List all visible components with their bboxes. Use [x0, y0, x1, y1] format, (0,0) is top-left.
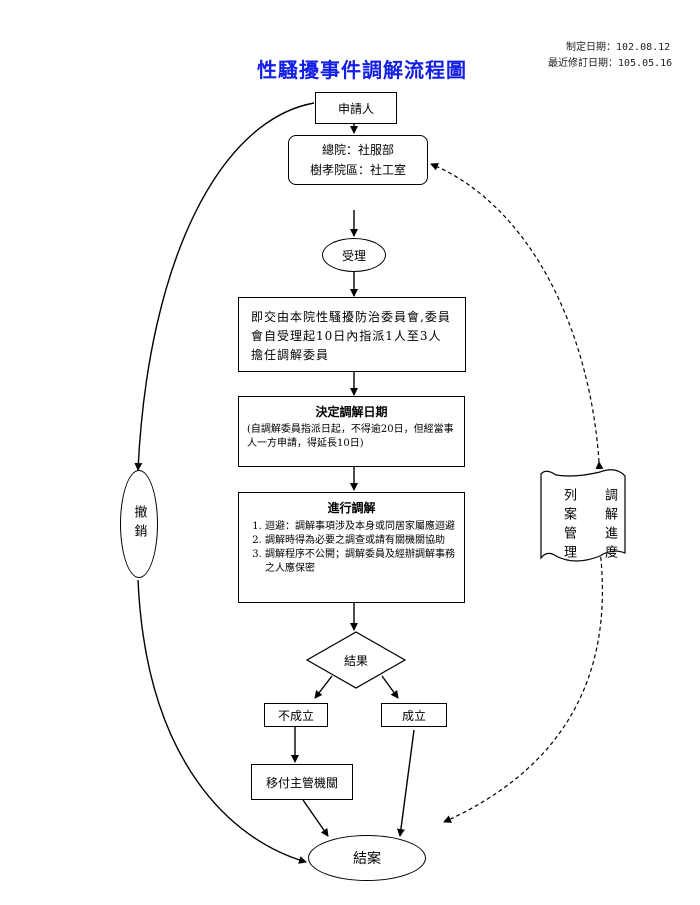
established-date: 制定日期：102.08.12 — [566, 42, 671, 53]
dashed-arrow-progress-close — [443, 542, 604, 823]
mediation-item: 調解時得為必要之調查或請有關機關協助 — [265, 534, 456, 548]
fail-label: 不成立 — [277, 708, 314, 723]
fail-box: 不成立 — [264, 703, 328, 727]
applicant-box: 申請人 — [315, 92, 397, 124]
result-label: 結果 — [343, 653, 368, 668]
arrow-success-to-close — [396, 729, 415, 837]
decide-date-title: 決定調解日期 — [315, 405, 388, 419]
accept-label: 受理 — [341, 248, 366, 263]
revised-date: 最近修訂日期：105.05.16 — [548, 58, 673, 69]
decide-date-note: (自調解委員指派日起，不得逾20日，但經當事人一方申請，得延長10日) — [247, 424, 454, 449]
result-diamond — [305, 631, 407, 689]
progress-label-b: 列案管理 — [561, 488, 576, 564]
committee-box: 即交由本院性騷擾防治委員會,委員會自受理起10日內指派1人至3人擔任調解委員 — [238, 297, 466, 372]
close-label: 結案 — [353, 851, 381, 867]
page-title: 性騷擾事件調解流程圖 — [257, 58, 467, 82]
committee-text: 即交由本院性騷擾防治委員會,委員會自受理起10日內指派1人至3人擔任調解委員 — [251, 310, 451, 362]
hq-line-2: 樹孝院區：社工室 — [309, 163, 406, 177]
decide-date-box: 決定調解日期 (自調解委員指派日起，不得逾20日，但經當事人一方申請，得延長10… — [238, 396, 465, 467]
mediation-title: 進行調解 — [327, 501, 376, 515]
mediation-item: 調解程序不公開；調解委員及經辦調解事務之人應保密 — [265, 548, 456, 576]
withdraw-label: 撤銷 — [131, 505, 147, 543]
arrow-withdraw-to-close — [137, 579, 307, 864]
hq-box: 總院：社服部 樹孝院區：社工室 — [288, 135, 428, 185]
dashed-arrow-hq-progress — [430, 162, 604, 470]
mediation-item: 迴避：調解事項涉及本身或同居家屬應迴避 — [265, 520, 456, 534]
arrow-applicant-to-withdraw — [134, 102, 315, 471]
success-label: 成立 — [401, 708, 426, 723]
accept-ellipse: 受理 — [322, 238, 386, 272]
close-ellipse: 結案 — [308, 835, 426, 881]
mediation-box: 進行調解 迴避：調解事項涉及本身或同居家屬應迴避 調解時得為必要之調查或請有關機… — [238, 492, 465, 603]
mediation-list: 迴避：調解事項涉及本身或同居家屬應迴避 調解時得為必要之調查或請有關機關協助 調… — [247, 520, 456, 576]
arrow-result-to-fail — [314, 675, 333, 699]
progress-scroll — [540, 469, 626, 562]
withdraw-ellipse: 撤銷 — [120, 470, 158, 578]
progress-label-a: 調解進度 — [602, 488, 617, 564]
arrow-transfer-to-close — [302, 799, 329, 837]
success-box: 成立 — [381, 703, 447, 727]
hq-line-1: 總院：社服部 — [321, 143, 394, 157]
applicant-label: 申請人 — [337, 101, 374, 116]
arrow-result-to-success — [381, 675, 399, 699]
transfer-label: 移付主管機關 — [265, 775, 338, 790]
transfer-box: 移付主管機關 — [251, 764, 353, 800]
